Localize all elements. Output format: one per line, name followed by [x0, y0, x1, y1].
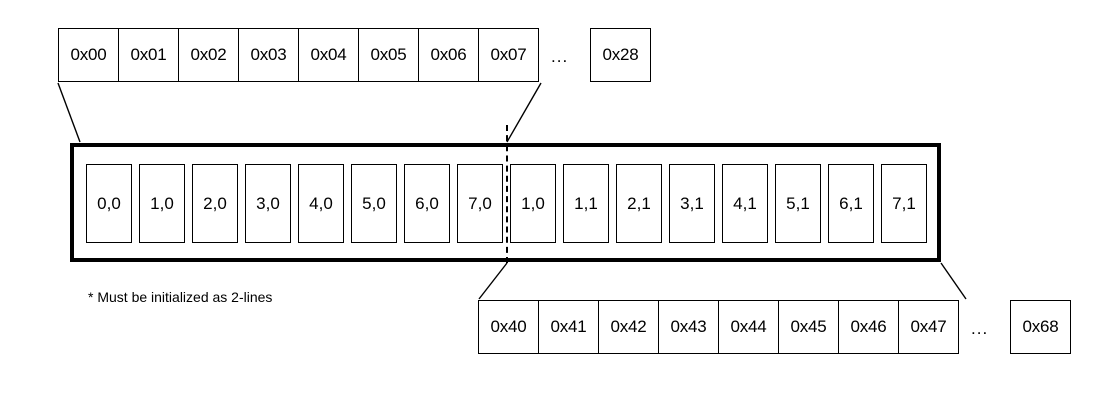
bottom-address-cell: 0x44	[718, 300, 779, 354]
top-address-far-cell: 0x28	[590, 28, 651, 82]
bottom-address-row: 0x40 0x41 0x42 0x43 0x44 0x45 0x46 0x47	[478, 300, 959, 354]
bottom-address-cell: 0x41	[538, 300, 599, 354]
cache-line-divider	[506, 125, 508, 263]
memory-cell: 3,1	[669, 164, 715, 243]
leader-line-top-left	[57, 82, 81, 143]
memory-cell: 3,0	[245, 164, 291, 243]
top-address-cell: 0x01	[118, 28, 179, 82]
memory-cell: 7,1	[881, 164, 927, 243]
memory-cell: 5,0	[351, 164, 397, 243]
bottom-address-cell: 0x40	[478, 300, 539, 354]
bottom-address-cell: 0x43	[658, 300, 719, 354]
memory-cell: 5,1	[775, 164, 821, 243]
bottom-address-cell: 0x47	[898, 300, 959, 354]
leader-line-bottom-left	[478, 262, 508, 300]
memory-cell: 1,0	[139, 164, 185, 243]
bottom-address-cell: 0x42	[598, 300, 659, 354]
memory-cell: 0,0	[86, 164, 132, 243]
top-address-row: 0x00 0x01 0x02 0x03 0x04 0x05 0x06 0x07	[58, 28, 539, 82]
top-row-ellipsis: ...	[551, 47, 569, 66]
initialization-note: * Must be initialized as 2-lines	[88, 289, 273, 305]
top-address-cell: 0x02	[178, 28, 239, 82]
memory-cell: 1,1	[563, 164, 609, 243]
memory-cell: 2,0	[192, 164, 238, 243]
memory-block: 0,0 1,0 2,0 3,0 4,0 5,0 6,0 7,0 1,0 1,1 …	[70, 143, 941, 262]
leader-line-top-right	[506, 82, 542, 143]
top-address-cell: 0x06	[418, 28, 479, 82]
bottom-address-cell: 0x45	[778, 300, 839, 354]
top-address-cell: 0x07	[478, 28, 539, 82]
memory-cell: 2,1	[616, 164, 662, 243]
memory-cell: 4,0	[298, 164, 344, 243]
top-address-cell: 0x05	[358, 28, 419, 82]
bottom-row-ellipsis: ...	[971, 319, 989, 338]
memory-cell-list: 0,0 1,0 2,0 3,0 4,0 5,0 6,0 7,0 1,0 1,1 …	[86, 164, 927, 243]
memory-cell: 4,1	[722, 164, 768, 243]
memory-cell: 1,0	[510, 164, 556, 243]
memory-cell: 6,0	[404, 164, 450, 243]
memory-cell: 7,0	[457, 164, 503, 243]
bottom-address-cell: 0x46	[838, 300, 899, 354]
memory-cell: 6,1	[828, 164, 874, 243]
bottom-address-far-cell: 0x68	[1010, 300, 1071, 354]
leader-line-bottom-right	[940, 262, 967, 300]
top-address-cell: 0x00	[58, 28, 119, 82]
top-address-cell: 0x04	[298, 28, 359, 82]
